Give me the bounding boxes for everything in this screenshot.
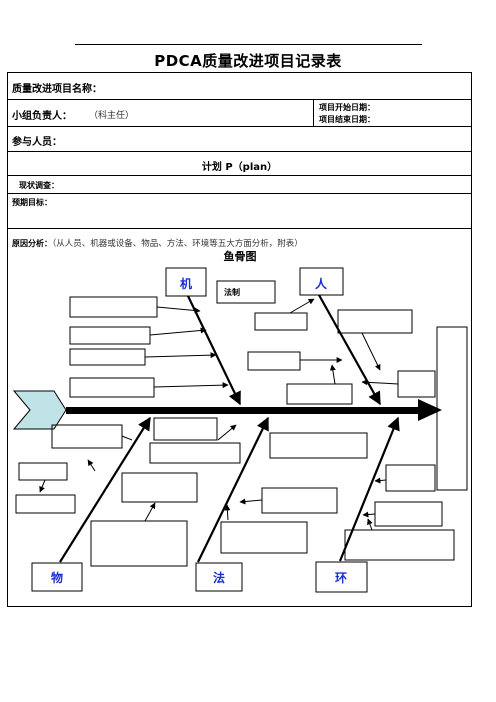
fish-spine (66, 407, 420, 414)
cause-arrow (361, 379, 399, 386)
top-rule (75, 44, 422, 45)
leader-note: （科主任） (89, 111, 135, 121)
cause-box (69, 326, 151, 345)
category-people: 人 (315, 276, 328, 291)
cause-box (385, 464, 436, 492)
bone-method (197, 416, 269, 563)
bone-machine (187, 295, 241, 406)
category-machine: 机 (180, 276, 192, 291)
cause-box (254, 312, 308, 331)
cause-arrow (374, 477, 387, 484)
cause-arrow (362, 511, 376, 518)
fishbone-title: 鱼骨图 (224, 249, 257, 263)
cause-arrow (144, 352, 217, 359)
cause-box (374, 501, 443, 527)
row-project-name: 质量改进项目名称： (7, 72, 472, 100)
cause-box-label (216, 280, 276, 304)
cause-box (337, 309, 413, 334)
cause-box (269, 432, 368, 459)
row-plan-header: 计划 P（plan） (7, 152, 472, 176)
cause-box (220, 521, 308, 554)
cause-box (69, 296, 158, 318)
project-name-label: 质量改进项目名称： (12, 84, 102, 95)
cause-arrow (39, 479, 46, 493)
cause-box (397, 370, 436, 398)
cause-arrow (289, 298, 315, 314)
cause-box-text: 法制 (224, 287, 240, 297)
row-status-survey: 现状调查： (7, 176, 472, 194)
result-box (436, 326, 468, 491)
category-box-material (31, 562, 83, 592)
row-leader: 小组负责人： （科主任） 项目开始日期： 项目结束日期： (7, 100, 472, 127)
cause-box (121, 472, 198, 503)
expected-goal-label: 预期目标： (12, 198, 52, 207)
cause-arrow (224, 504, 231, 521)
cause-box (90, 520, 188, 567)
status-survey-label: 现状调查： (19, 181, 59, 190)
bone-environment (338, 416, 400, 562)
cause-analysis-label: 原因分析： (12, 239, 52, 248)
cause-analysis-note: （从人员、机器或设备、物品、方法、环境等五大方面分析，附表） (52, 239, 303, 249)
cause-box (69, 377, 155, 398)
cause-box (149, 442, 241, 464)
category-environment: 环 (335, 571, 347, 585)
cause-arrow (156, 306, 201, 314)
cause-arrow (149, 327, 207, 336)
fish-spine-arrowhead (418, 399, 442, 421)
end-date-label: 项目结束日期： (319, 115, 375, 124)
cause-arrow (121, 435, 133, 441)
cause-box (153, 417, 218, 441)
cause-arrow (87, 459, 96, 472)
cause-box (69, 348, 146, 366)
participants-label: 参与人员： (12, 137, 62, 148)
category-box-method (195, 562, 243, 592)
leader-label: 小组负责人： (12, 111, 72, 122)
start-date-label: 项目开始日期： (319, 103, 375, 112)
bone-material (59, 416, 151, 563)
category-material: 物 (51, 570, 63, 585)
leader-divider (313, 100, 314, 127)
row-expected-goal: 预期目标： (7, 194, 472, 229)
plan-header: 计划 P（plan） (201, 162, 278, 173)
cause-arrow (367, 518, 373, 531)
record-table (7, 72, 472, 607)
cause-box (344, 529, 455, 561)
cause-arrow (153, 382, 229, 389)
cause-analysis: 原因分析：（从人员、机器或设备、物品、方法、环境等五大方面分析，附表） (12, 231, 303, 250)
cause-arrow (361, 332, 381, 371)
fish-head-shape (12, 390, 67, 430)
page-title: PDCA质量改进项目记录表 (154, 52, 342, 70)
bone-people (318, 294, 381, 406)
cause-box (261, 487, 338, 514)
cause-box (247, 351, 301, 371)
cause-arrow (217, 424, 237, 441)
cause-box (51, 424, 123, 449)
cause-arrow (239, 498, 263, 505)
category-box-machine (165, 267, 207, 297)
category-method: 法 (213, 570, 225, 585)
category-box-environment (315, 561, 368, 593)
cause-box (286, 383, 353, 405)
row-participants: 参与人员： (7, 127, 472, 152)
cause-box (15, 494, 76, 514)
cause-box (18, 462, 68, 481)
category-box-people (299, 267, 344, 296)
cause-arrow (144, 502, 156, 522)
cause-arrow (329, 364, 336, 385)
